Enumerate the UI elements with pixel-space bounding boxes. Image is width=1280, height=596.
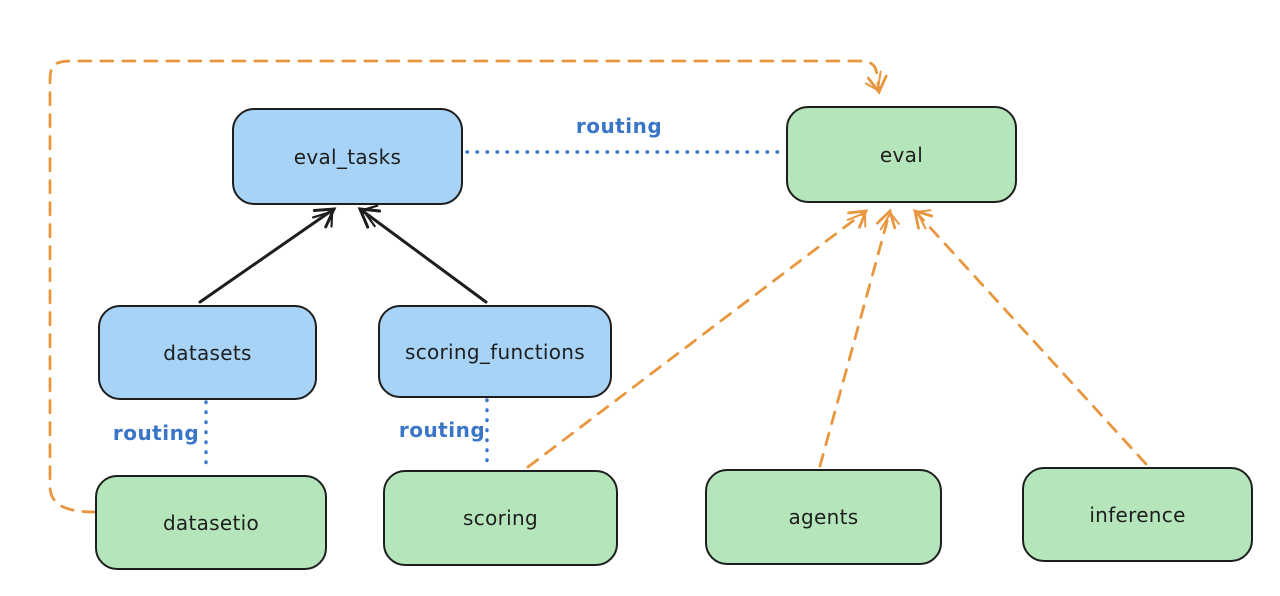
node-eval-tasks-label: eval_tasks	[293, 144, 402, 169]
edge-scoring-to-eval	[526, 209, 869, 469]
node-datasets-label: datasets	[163, 340, 252, 365]
node-scoring-functions: scoring_functions	[378, 305, 612, 398]
edge-inference-to-eval	[913, 208, 1148, 466]
node-agents-label: agents	[788, 505, 859, 529]
node-inference-label: inference	[1089, 502, 1186, 527]
node-scoring-functions-label: scoring_functions	[404, 339, 586, 364]
node-scoring-label: scoring	[463, 506, 538, 530]
node-agents: agents	[705, 469, 942, 565]
routing-label-datasets-datasetio: routing	[112, 421, 200, 445]
node-eval-label: eval	[879, 142, 924, 167]
node-datasetio: datasetio	[95, 475, 327, 570]
edge-agents-to-eval	[818, 208, 900, 468]
node-datasetio-label: datasetio	[162, 510, 260, 535]
node-inference: inference	[1022, 467, 1253, 562]
routing-label-scoring-functions-scoring: routing	[398, 418, 486, 442]
node-datasets: datasets	[98, 305, 317, 400]
node-scoring: scoring	[383, 470, 618, 566]
edge-datasetio-to-eval	[48, 59, 888, 514]
node-eval: eval	[786, 106, 1017, 203]
edge-datasets-to-eval-tasks	[198, 207, 337, 304]
routing-label-eval-tasks-eval: routing	[575, 114, 663, 138]
edge-scoring-functions-to-eval-tasks	[357, 204, 488, 304]
node-eval-tasks: eval_tasks	[232, 108, 463, 205]
